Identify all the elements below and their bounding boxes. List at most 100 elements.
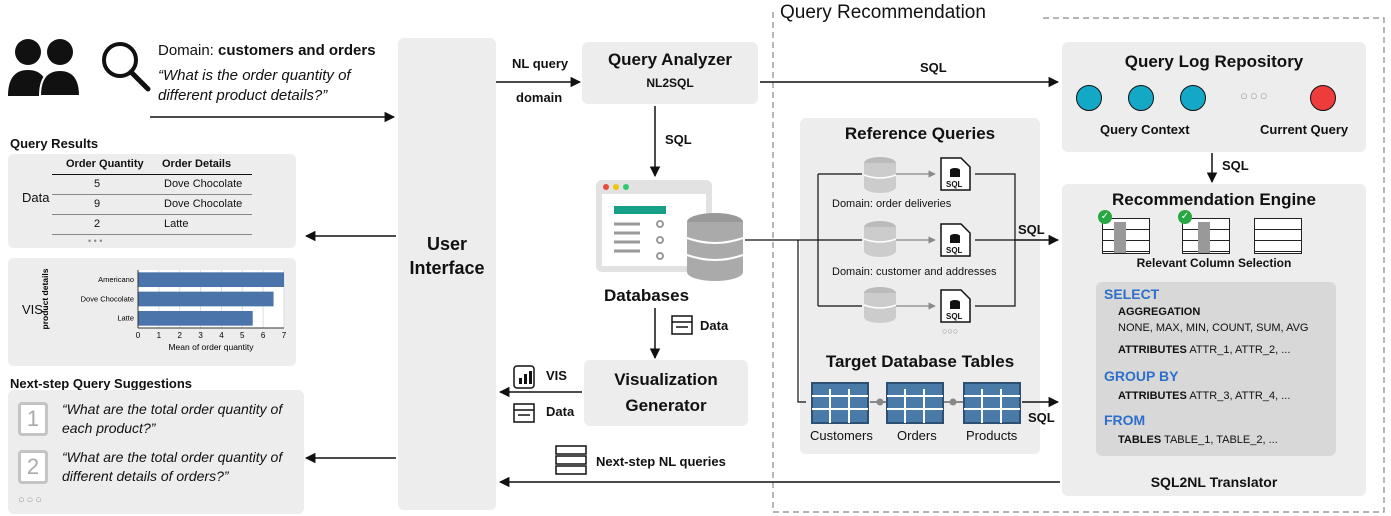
data-icon-visgen xyxy=(513,403,535,423)
nl-query-label: NL query xyxy=(512,56,569,71)
chart-x-tick-label: 1 xyxy=(157,331,162,340)
table-row: 5 xyxy=(94,178,101,190)
reference-queries-panel xyxy=(800,118,1040,454)
current-query-label: Current Query xyxy=(1260,122,1349,137)
vis-gen-line2: Generator xyxy=(625,396,707,415)
user-question: “What is the order quantity of different… xyxy=(158,67,351,104)
chart-x-tick-label: 5 xyxy=(240,331,245,340)
query-results-title: Query Results xyxy=(10,136,99,151)
attributes-kw-1: ATTRIBUTES xyxy=(1118,344,1187,356)
chart-y-tick-label: Dove Chocolate xyxy=(81,294,134,303)
aggregation-label: AGGREGATION xyxy=(1118,306,1201,318)
query-analyzer-box: Query Analyzer NL2SQL xyxy=(582,42,758,104)
table-row: Dove Chocolate xyxy=(164,198,243,210)
table-icon-orders xyxy=(886,382,944,424)
chart-x-tick-label: 6 xyxy=(261,331,266,340)
context-dot xyxy=(1180,85,1206,111)
chart-x-axis-label: Mean of order quantity xyxy=(168,342,254,352)
context-dot xyxy=(1128,85,1154,111)
table-row: Latte xyxy=(164,218,189,230)
column-selection-label: Relevant Column Selection xyxy=(1136,256,1292,270)
user-interface-box: User Interface xyxy=(398,38,496,510)
groupby-keyword: GROUP BY xyxy=(1104,368,1179,384)
chart-x-tick-label: 3 xyxy=(198,331,203,340)
vis-label: VIS xyxy=(22,302,43,317)
chart-x-tick-label: 0 xyxy=(136,331,141,340)
nl2sql-label: NL2SQL xyxy=(646,76,694,90)
databases-label: Databases xyxy=(604,286,690,305)
sql-label-log-engine: SQL xyxy=(1222,158,1249,173)
attributes-list-1: ATTR_1, ATTR_2, ... xyxy=(1189,344,1291,356)
vis-icon xyxy=(513,365,535,389)
sql-label-target-engine: SQL xyxy=(1028,410,1055,425)
check-icon: ✓ xyxy=(1098,210,1112,224)
sql-icon-text-2: SQL xyxy=(946,246,963,255)
chart-bar xyxy=(138,291,274,307)
from-tables: TABLES TABLE_1, TABLE_2, ... xyxy=(1118,434,1278,446)
suggestion-num-1: 1 xyxy=(18,402,48,436)
attributes-list-2: ATTR_3, ATTR_4, ... xyxy=(1189,390,1291,402)
attributes-kw-2: ATTRIBUTES xyxy=(1118,390,1187,402)
table-row: 2 xyxy=(94,218,101,230)
sql-template-panel xyxy=(1096,282,1336,456)
table-icon-products xyxy=(963,382,1021,424)
sql2nl-translator-label: SQL2NL Translator xyxy=(1150,474,1278,490)
ref-domain-1: Domain: order deliveries xyxy=(832,198,952,210)
data-icon-db xyxy=(671,315,693,335)
search-icon xyxy=(102,42,151,92)
domain-line: Domain: customers and orders xyxy=(158,42,376,59)
sql-label-analyzer-db: SQL xyxy=(665,132,692,147)
table-more: • • • xyxy=(88,236,103,246)
col-header-quantity: Order Quantity xyxy=(66,158,144,170)
ref-db-icon-3 xyxy=(863,287,897,323)
database-icon xyxy=(596,180,744,281)
table-row: 9 xyxy=(94,198,101,210)
suggestion-text-2[interactable]: “What are the total order quantity of di… xyxy=(62,449,283,484)
current-query-dot xyxy=(1310,85,1336,111)
aggregation-options: NONE, MAX, MIN, COUNT, SUM, AVG xyxy=(1118,322,1309,334)
groupby-attributes: ATTRIBUTES ATTR_3, ATTR_4, ... xyxy=(1118,390,1290,402)
ref-db-icon-1 xyxy=(863,157,897,193)
recommendation-engine-box: Recommendation Engine ✓ ✓ Relevant Colum… xyxy=(1062,184,1366,496)
tables-kw: TABLES xyxy=(1118,434,1162,446)
query-log-repository-box: Query Log Repository ○○○ Query Context C… xyxy=(1062,42,1366,152)
table-row: Dove Chocolate xyxy=(164,178,243,190)
users-icon xyxy=(8,39,82,97)
chart-x-tick-label: 4 xyxy=(219,331,224,340)
ref-db-icon-2 xyxy=(863,221,897,257)
sql-label-ref-engine: SQL xyxy=(1018,222,1045,237)
query-recommendation-title: Query Recommendation xyxy=(780,2,992,24)
query-log-title: Query Log Repository xyxy=(1124,52,1304,71)
table-label-customers: Customers xyxy=(810,428,873,443)
results-data-panel: Data Order Quantity Order Details 5 Dove… xyxy=(8,154,296,248)
vis-flow-label: VIS xyxy=(546,368,567,383)
query-context-label: Query Context xyxy=(1100,122,1190,137)
suggestion-text-1[interactable]: “What are the total order quantity of ea… xyxy=(62,401,283,436)
recommendation-engine-title: Recommendation Engine xyxy=(1111,190,1317,209)
sql-icon-text-3: SQL xyxy=(946,312,963,321)
column-table-icon-3 xyxy=(1254,218,1302,254)
visualization-generator-box: Visualization Generator xyxy=(584,360,748,426)
chart-bar xyxy=(138,272,284,288)
chart-bar xyxy=(138,310,253,326)
chart-y-axis-label: product details xyxy=(40,268,50,329)
suggestions-more: ○○○ xyxy=(18,494,44,506)
vis-gen-line1: Visualization xyxy=(614,370,718,389)
chart-y-tick-label: Latte xyxy=(117,314,134,323)
suggestions-panel: 1 “What are the total order quantity of … xyxy=(8,390,304,514)
suggestions-title: Next-step Query Suggestions xyxy=(10,376,193,391)
log-more: ○○○ xyxy=(1240,88,1270,103)
context-dot xyxy=(1076,85,1102,111)
data-label-db: Data xyxy=(700,318,729,333)
next-step-label: Next-step NL queries xyxy=(596,454,726,469)
col-header-details: Order Details xyxy=(162,158,232,170)
user-interface-label: User Interface xyxy=(409,234,485,278)
data-flow-label: Data xyxy=(546,404,575,419)
domain-value: customers and orders xyxy=(218,42,376,59)
chart-y-tick-label: Americano xyxy=(98,275,134,284)
reference-queries-title: Reference Queries xyxy=(844,124,996,143)
list-icon xyxy=(555,445,587,475)
from-keyword: FROM xyxy=(1104,412,1146,428)
